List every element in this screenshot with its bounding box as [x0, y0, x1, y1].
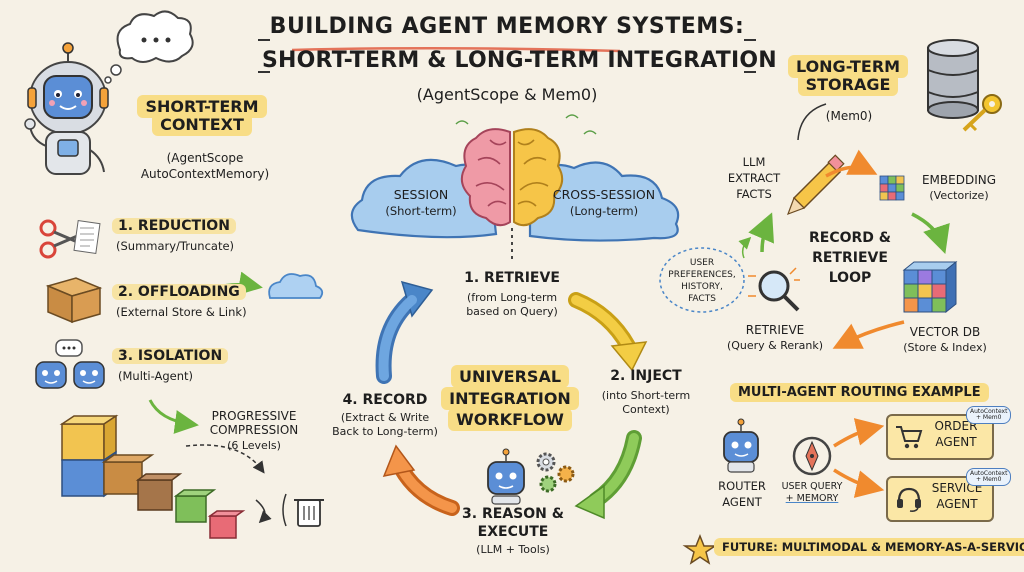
- order-agent-l1: ORDER: [934, 419, 978, 433]
- step4-label: 4. RECORD: [342, 392, 428, 408]
- step1-sub-l2: based on Query): [466, 305, 558, 318]
- order-agent-l2: AGENT: [935, 435, 977, 449]
- prefs-l2: PREFERENCES,: [668, 270, 736, 280]
- robot-icon: [24, 42, 109, 175]
- prefs-l4: FACTS: [688, 294, 716, 304]
- cube-icon: [879, 175, 905, 201]
- compass-icon: [792, 436, 832, 476]
- compression-l2: COMPRESSION: [209, 423, 299, 437]
- step3-label-l1: 3. REASON &: [462, 506, 564, 522]
- cross-session-sub: (Long-term): [569, 204, 639, 218]
- title-subtitle: (AgentScope & Mem0): [416, 85, 598, 104]
- routing-title: MULTI-AGENT ROUTING EXAMPLE: [730, 383, 989, 402]
- short-term-subtitle-l1: (AgentScope: [166, 151, 244, 165]
- title-line-2: SHORT-TERM & LONG-TERM INTEGRATION: [262, 48, 777, 73]
- reduction-sub: (Summary/Truncate): [116, 239, 235, 253]
- embedding-sub: (Vectorize): [929, 189, 989, 202]
- scissors-icon: [39, 219, 101, 259]
- loop-label-l2: RETRIEVE: [812, 250, 888, 266]
- chat-icon: [55, 339, 83, 357]
- llm-label-l2: EXTRACT: [727, 171, 781, 185]
- step1-sub-l1: (from Long-term: [466, 291, 558, 304]
- loop-label-l3: LOOP: [828, 270, 872, 286]
- star-icon: [682, 533, 718, 565]
- box-icon: [59, 414, 246, 539]
- offloading-sub: (External Store & Link): [116, 305, 247, 319]
- user-query-l2: + MEMORY: [785, 493, 839, 504]
- retrieve-label: RETRIEVE: [745, 323, 805, 337]
- box-icon: [45, 277, 103, 324]
- robot-icon: [487, 448, 525, 505]
- gear-icon: [536, 452, 575, 493]
- thought-bubble-icon: [104, 10, 194, 84]
- isolation-sub: (Multi-Agent): [118, 369, 194, 383]
- robot-icon: [723, 418, 759, 473]
- short-term-title: SHORT-TERM CONTEXT: [132, 95, 272, 137]
- brain-icon: [460, 128, 564, 227]
- loop-label-l1: RECORD &: [808, 230, 891, 246]
- key-icon: [962, 94, 1002, 132]
- magnifier-icon: [748, 267, 800, 312]
- cloud-icon: [350, 158, 680, 242]
- headset-icon: [897, 487, 921, 512]
- step2-sub-l2: Context): [622, 403, 670, 416]
- step2-label: 2. INJECT: [610, 368, 682, 384]
- service-agent-tag: AutoContext+ Mem0: [966, 468, 1012, 486]
- cube-icon: [902, 260, 958, 314]
- vector-db-label: VECTOR DB: [909, 325, 981, 339]
- step2-sub-l1: (into Short-term: [601, 389, 691, 402]
- cart-icon: [896, 426, 923, 449]
- compression-l3: (6 Levels): [227, 439, 281, 452]
- cross-session-label: CROSS-SESSION: [552, 187, 656, 202]
- step3-sub: (LLM + Tools): [476, 543, 550, 556]
- workflow-center: UNIVERSAL INTEGRATION WORKFLOW: [434, 365, 586, 432]
- retrieve-sub: (Query & Rerank): [726, 339, 824, 352]
- short-term-title-l1: SHORT-TERM: [137, 95, 267, 118]
- step3-label-l2: EXECUTE: [477, 524, 549, 540]
- prefs-l1: USER: [689, 258, 715, 268]
- pencil-icon: [786, 154, 845, 216]
- service-agent-box: SERVICE AGENT: [886, 476, 994, 522]
- router-agent-l2: AGENT: [722, 495, 762, 509]
- step4-sub-l1: (Extract & Write: [340, 411, 430, 424]
- short-term-subtitle-l2: AutoContextMemory): [140, 167, 270, 181]
- compression-l1: PROGRESSIVE: [211, 409, 297, 423]
- database-icon: [927, 39, 979, 119]
- llm-label-l1: LLM: [742, 155, 766, 169]
- title-line-1: BUILDING AGENT MEMORY SYSTEMS:: [269, 14, 745, 39]
- reduction-label: 1. REDUCTION: [112, 218, 242, 234]
- session-label: SESSION: [393, 187, 449, 202]
- isolation-label: 3. ISOLATION: [112, 348, 242, 364]
- cloud-icon: [268, 273, 324, 299]
- llm-label-l3: FACTS: [736, 187, 772, 201]
- prefs-l3: HISTORY,: [681, 282, 723, 292]
- router-agent-l1: ROUTER: [718, 479, 766, 493]
- long-term-title: LONG-TERM STORAGE: [782, 55, 914, 97]
- long-term-sub: (Mem0): [825, 109, 873, 123]
- user-query-l1: USER QUERY: [781, 481, 843, 492]
- vector-db-sub: (Store & Index): [903, 341, 987, 354]
- future-banner: FUTURE: MULTIMODAL & MEMORY-AS-A-SERVICE…: [714, 538, 1024, 556]
- step1-label: 1. RETRIEVE: [464, 270, 560, 286]
- step4-sub-l2: Back to Long-term): [332, 425, 438, 438]
- order-agent-tag: AutoContext+ Mem0: [966, 406, 1012, 424]
- session-sub: (Short-term): [385, 204, 457, 218]
- embedding-label: EMBEDDING: [921, 173, 997, 187]
- short-term-title-l2: CONTEXT: [152, 113, 252, 137]
- offloading-label: 2. OFFLOADING: [112, 284, 252, 300]
- service-agent-l2: AGENT: [936, 497, 978, 511]
- trash-icon: [294, 499, 324, 527]
- robot-icon: [35, 361, 105, 389]
